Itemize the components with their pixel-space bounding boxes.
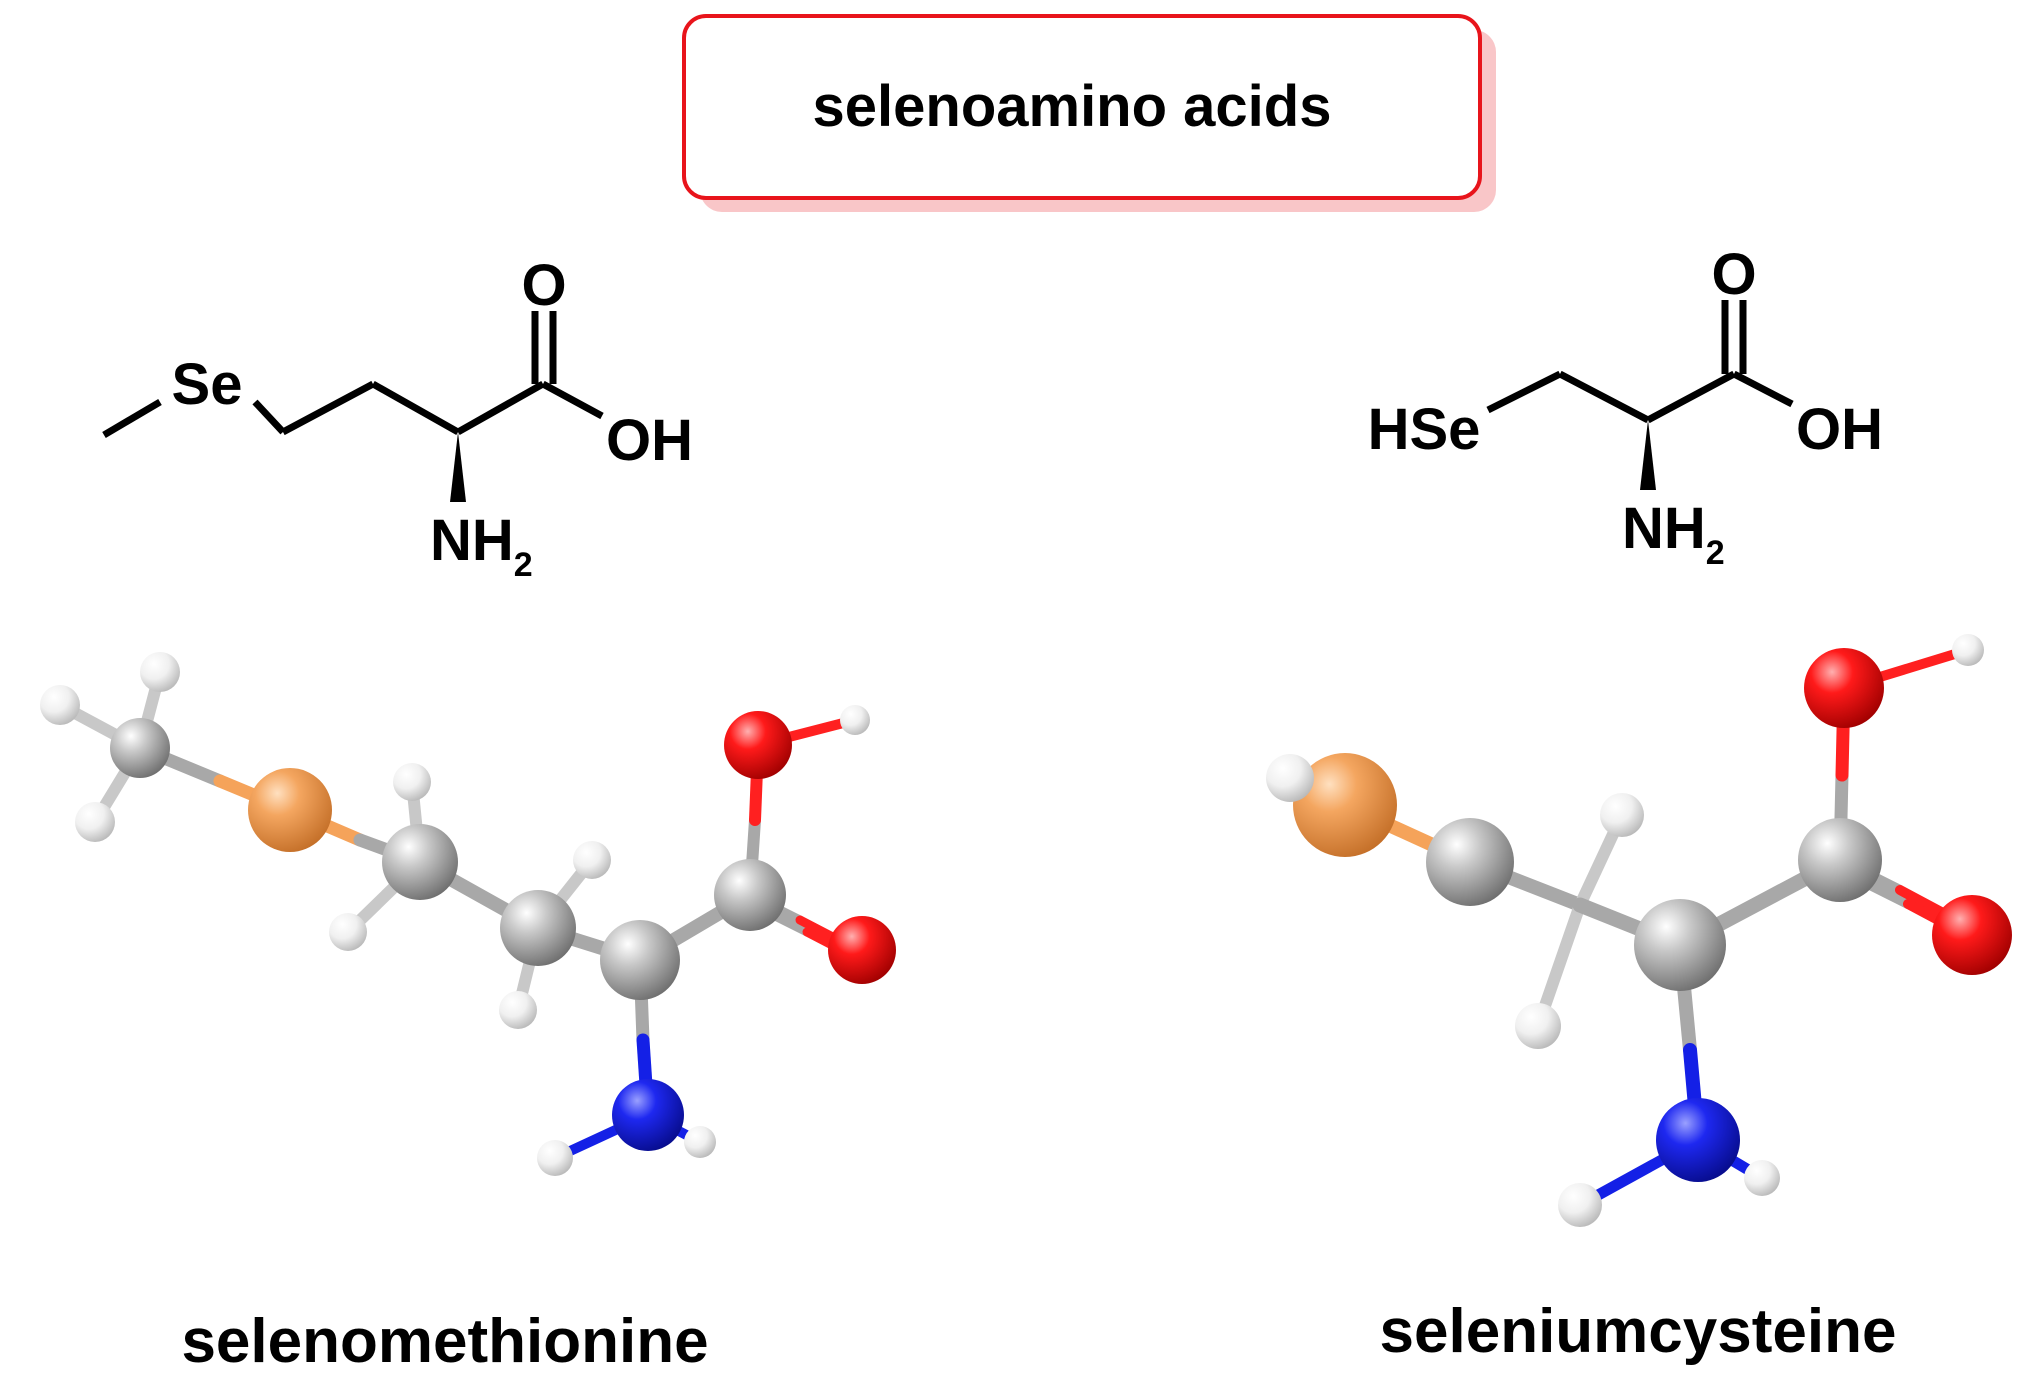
atom-label-oh: OH (606, 408, 693, 473)
atom-label-o: O (1711, 242, 1756, 307)
bond-c-c (281, 380, 375, 436)
title-frame-border (682, 14, 1482, 200)
title-frame: selenoamino acids (682, 14, 1496, 212)
hydrogen-atom (573, 841, 611, 879)
model-atoms (40, 652, 896, 1176)
bond-se-c (1486, 370, 1562, 414)
atom-label-hse: HSe (1368, 397, 1481, 462)
wedge-bond-n (450, 432, 466, 502)
hydrogen-atom (75, 802, 115, 842)
bond-se-c (252, 399, 286, 435)
atom-label-oh: OH (1796, 397, 1883, 462)
bond-calpha-cooh (1646, 370, 1736, 424)
carbon-atom (714, 859, 786, 931)
bond-c-oh (541, 380, 604, 420)
molecule-name-selenomethionine: selenomethionine (181, 1307, 708, 1376)
hydrogen-atom (329, 913, 367, 951)
model-bonds (1283, 645, 1973, 1211)
carbon-atom (500, 890, 576, 966)
selenium-atom (1293, 753, 1397, 857)
oxygen-atom (828, 916, 896, 984)
bond-calpha-cooh (456, 380, 545, 436)
bond-c-oh (1732, 370, 1794, 408)
molecule-name-seleniumcysteine: seleniumcysteine (1380, 1297, 1897, 1366)
hydrogen-atom (1558, 1183, 1602, 1227)
atom-label-nh: NH2 (1622, 496, 1725, 572)
hydrogen-atom (1952, 634, 1984, 666)
hydrogen-atom (140, 652, 180, 692)
carbon-atom (600, 920, 680, 1000)
hydrogen-atom (840, 705, 870, 735)
carbon-atom (1798, 818, 1882, 902)
hydrogen-atom (537, 1140, 573, 1176)
oxygen-atom (1804, 648, 1884, 728)
hydrogen-atom (1744, 1160, 1780, 1196)
wedge-bond-n (1640, 420, 1656, 490)
carbon-atom (382, 824, 458, 900)
hydrogen-atom (1515, 1003, 1561, 1049)
bond-c-calpha (371, 380, 460, 436)
hydrogen-atom (40, 685, 80, 725)
selenium-atom (248, 768, 332, 852)
atom-label-o: O (521, 253, 566, 318)
carbon-atom (1634, 899, 1726, 991)
carbon-atom (110, 718, 170, 778)
atom-label-se: Se (172, 352, 243, 417)
oxygen-atom (1932, 895, 2012, 975)
atom-label-nh: NH2 (430, 508, 533, 584)
hydrogen-atom (1266, 754, 1314, 802)
seleniumcysteine-structure: HSe O OH NH2 (1368, 242, 1883, 572)
nitrogen-atom (1656, 1098, 1740, 1182)
seleniumcysteine-3d-model (1266, 634, 2012, 1227)
model-atoms (1266, 634, 2012, 1227)
hydrogen-atom (393, 763, 431, 801)
selenomethionine-3d-model (40, 652, 896, 1176)
bond-ch3-se (102, 398, 162, 439)
nitrogen-atom (612, 1079, 684, 1151)
selenomethionine-structure: Se O OH NH2 (102, 253, 693, 584)
bond-c-calpha (1558, 370, 1650, 424)
page-title: selenoamino acids (813, 74, 1332, 139)
hydrogen-atom (1600, 793, 1644, 837)
carbon-atom (1426, 818, 1514, 906)
hydrogen-atom (684, 1126, 716, 1158)
oxygen-atom (724, 711, 792, 779)
hydrogen-atom (499, 991, 537, 1029)
